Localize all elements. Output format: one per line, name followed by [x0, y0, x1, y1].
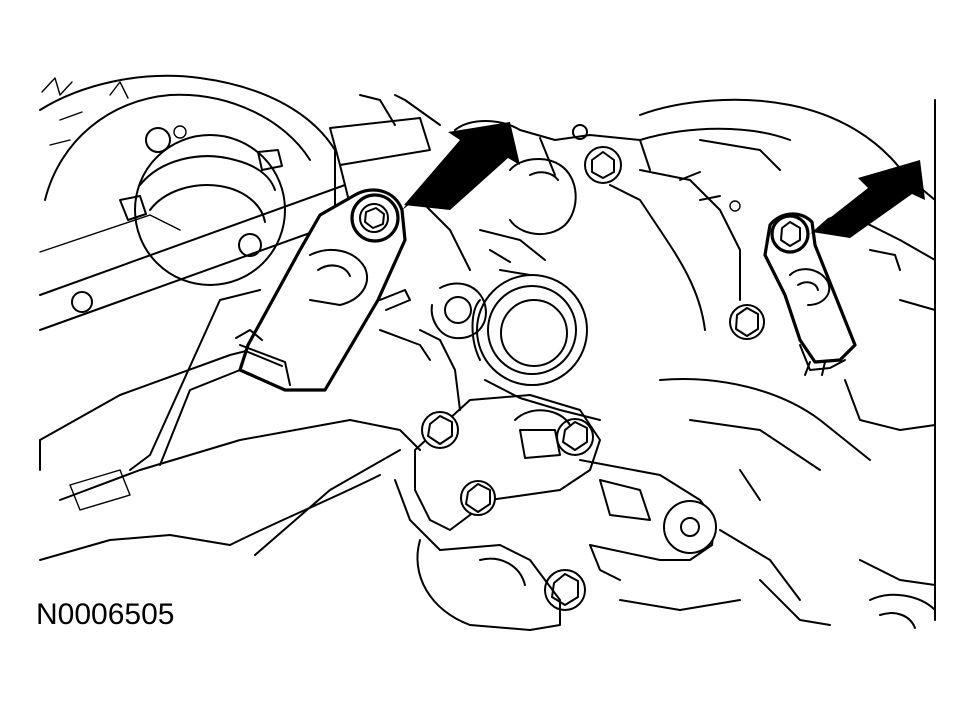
right-sensor	[763, 212, 857, 376]
left-sensor	[235, 188, 411, 392]
center-hub	[419, 120, 661, 421]
pointer-arrow-icon	[402, 122, 520, 210]
front-cover	[639, 98, 936, 629]
figure-id-label: N0006505	[36, 598, 175, 631]
lower-bracket	[414, 394, 601, 631]
pointer-arrow-icon	[810, 160, 925, 238]
lower-actuator	[579, 459, 801, 601]
flywheel-assembly	[39, 74, 336, 286]
manifold-rail	[39, 117, 431, 561]
background-linework	[349, 94, 831, 626]
